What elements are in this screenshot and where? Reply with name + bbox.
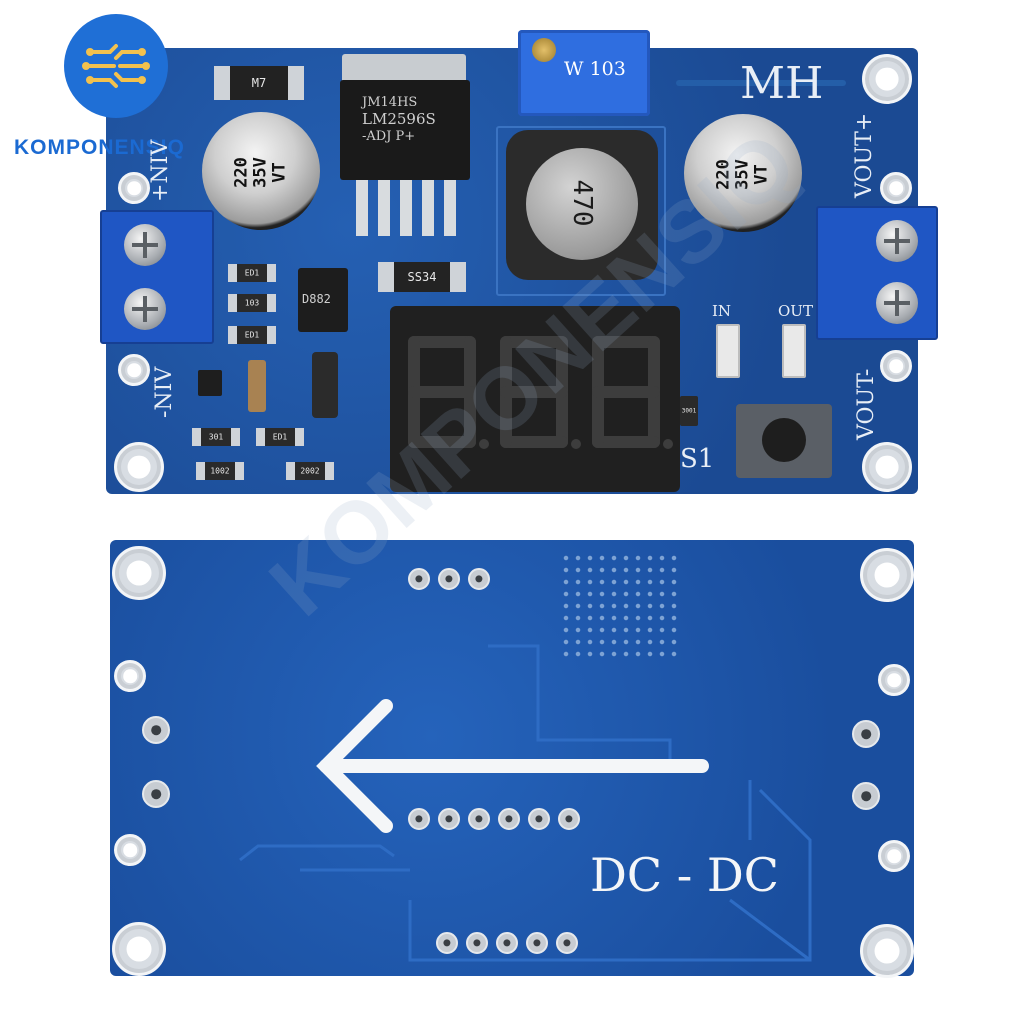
display-decimal-point: [479, 439, 489, 449]
mounting-hole: [114, 442, 164, 492]
led-in-label: IN: [712, 302, 732, 320]
pcb-trace: [496, 126, 666, 296]
solder-pad: [496, 932, 518, 954]
capacitor-right: 220 35V VT: [684, 114, 802, 232]
vin-plus-label: +NIV: [148, 139, 173, 202]
solder-pad: [142, 780, 170, 808]
small-hole: [114, 660, 146, 692]
smd-resistor: ED1: [228, 326, 276, 344]
solder-pad: [852, 720, 880, 748]
mounting-hole: [112, 546, 166, 600]
small-hole: [880, 172, 912, 204]
switch-label: S1: [680, 444, 715, 474]
solder-pad: [438, 568, 460, 590]
brand-logo-text: KOMPONENSIQ: [14, 136, 185, 159]
display-decimal-point: [663, 439, 673, 449]
solder-pad: [852, 782, 880, 810]
small-hole: [118, 354, 150, 386]
smd-diode: M7: [214, 66, 304, 100]
screw-icon[interactable]: [876, 220, 918, 262]
output-terminal-block[interactable]: [816, 206, 938, 340]
small-hole: [114, 834, 146, 866]
small-hole: [118, 172, 150, 204]
screw-icon[interactable]: [124, 288, 166, 330]
small-hole: [878, 840, 910, 872]
capacitor-left: 220 35V VT: [202, 112, 320, 230]
small-hole: [880, 350, 912, 382]
mounting-hole: [112, 922, 166, 976]
display-digits: [408, 336, 673, 449]
solder-pad: [468, 568, 490, 590]
solder-pad: [558, 808, 580, 830]
smd-resistor: 3001: [680, 396, 698, 426]
solder-pad: [438, 808, 460, 830]
input-terminal-block[interactable]: [100, 210, 214, 344]
display-decimal-point: [571, 439, 581, 449]
bottom-pcb-board: [110, 540, 914, 976]
maker-label: MH: [740, 58, 824, 109]
smd-resistor: 1002: [196, 462, 244, 480]
mounting-hole: [862, 442, 912, 492]
led-in-icon: [716, 324, 740, 378]
smd-resistor: 103: [228, 294, 276, 312]
smd-resistor: 301: [192, 428, 240, 446]
inductor: 470: [506, 130, 658, 280]
led-out-label: OUT: [778, 302, 813, 320]
via-grid: [560, 552, 680, 662]
bottom-traces: [239, 644, 812, 962]
smd-resistor: ED1: [228, 264, 276, 282]
solder-pad: [526, 932, 548, 954]
push-button-s1[interactable]: [736, 404, 832, 478]
mounting-hole: [860, 924, 914, 978]
dc-dc-label: DC - DC: [590, 848, 779, 902]
regulator-chip: JM14HS LM2596S -ADJ P+: [340, 80, 470, 180]
solder-pad: [468, 808, 490, 830]
vin-minus-label: -NIV: [152, 366, 177, 418]
smd-resistor: 2002: [286, 462, 334, 480]
trim-screw-icon[interactable]: [532, 38, 556, 62]
solder-pad: [142, 716, 170, 744]
solder-pad: [528, 808, 550, 830]
arrow-left-icon: [316, 699, 709, 833]
solder-pad: [556, 932, 578, 954]
button-cap[interactable]: [762, 418, 806, 462]
mounting-hole: [862, 54, 912, 104]
smd-capacitor: [248, 360, 266, 412]
brand-logo-icon: [64, 14, 168, 118]
mounting-hole: [860, 548, 914, 602]
solder-pad: [498, 808, 520, 830]
transistor: D882: [298, 268, 348, 332]
schottky-diode: SS34: [378, 262, 466, 292]
screw-icon[interactable]: [124, 224, 166, 266]
solder-pad: [436, 932, 458, 954]
screw-icon[interactable]: [876, 282, 918, 324]
solder-pad: [466, 932, 488, 954]
small-transistor: [198, 370, 222, 396]
potentiometer[interactable]: W 103: [518, 30, 650, 116]
solder-pad: [408, 808, 430, 830]
smd-capacitor: [312, 352, 338, 418]
vout-minus-label: VOUT-: [854, 368, 879, 440]
small-hole: [878, 664, 910, 696]
pcb-trace: [676, 80, 846, 86]
smd-resistor: ED1: [256, 428, 304, 446]
vout-plus-label: VOUT+: [852, 112, 877, 198]
regulator-pins: [356, 180, 456, 240]
solder-pad: [408, 568, 430, 590]
led-out-icon: [782, 324, 806, 378]
seven-segment-display: [390, 306, 680, 492]
